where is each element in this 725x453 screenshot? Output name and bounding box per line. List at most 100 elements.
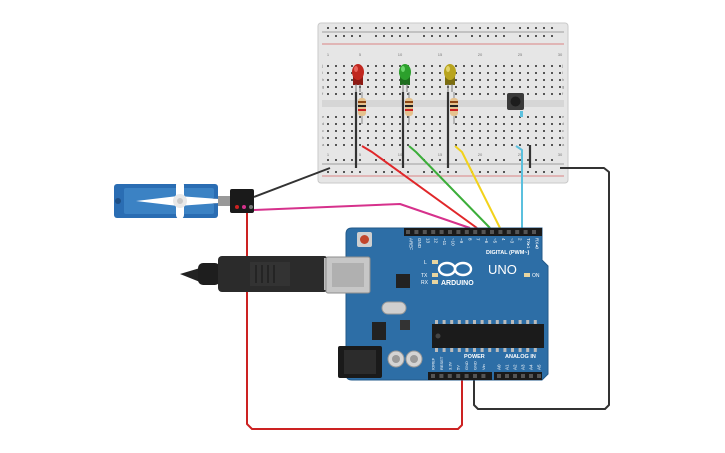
bb-hole[interactable] xyxy=(503,144,505,146)
wire-green[interactable] xyxy=(408,145,491,229)
rail-hole[interactable] xyxy=(391,27,393,29)
bb-hole[interactable] xyxy=(383,93,385,95)
rail-hole[interactable] xyxy=(479,159,481,161)
bb-hole[interactable] xyxy=(383,137,385,139)
power-pin[interactable] xyxy=(447,374,452,378)
bb-hole[interactable] xyxy=(487,93,489,95)
bb-hole[interactable] xyxy=(471,137,473,139)
bb-hole[interactable] xyxy=(471,130,473,132)
bb-hole[interactable] xyxy=(367,79,369,81)
rail-hole[interactable] xyxy=(383,27,385,29)
rail-hole[interactable] xyxy=(479,35,481,37)
bb-hole[interactable] xyxy=(559,86,561,88)
rail-hole[interactable] xyxy=(447,171,449,173)
bb-hole[interactable] xyxy=(487,130,489,132)
analog-pin[interactable] xyxy=(521,374,525,378)
bb-hole[interactable] xyxy=(535,79,537,81)
bb-hole[interactable] xyxy=(551,144,553,146)
rail-hole[interactable] xyxy=(359,27,361,29)
bb-hole[interactable] xyxy=(527,123,529,125)
rail-hole[interactable] xyxy=(383,171,385,173)
rail-hole[interactable] xyxy=(431,35,433,37)
bb-hole[interactable] xyxy=(559,93,561,95)
bb-hole[interactable] xyxy=(431,79,433,81)
rail-hole[interactable] xyxy=(359,159,361,161)
bb-hole[interactable] xyxy=(487,86,489,88)
bb-hole[interactable] xyxy=(439,79,441,81)
bb-hole[interactable] xyxy=(375,137,377,139)
analog-pin[interactable] xyxy=(513,374,517,378)
bb-hole[interactable] xyxy=(543,137,545,139)
bb-hole[interactable] xyxy=(351,79,353,81)
digital-pin[interactable] xyxy=(456,230,461,234)
rail-hole[interactable] xyxy=(407,27,409,29)
bb-hole[interactable] xyxy=(559,79,561,81)
bb-hole[interactable] xyxy=(439,137,441,139)
bb-hole[interactable] xyxy=(431,93,433,95)
bb-hole[interactable] xyxy=(335,116,337,118)
rail-hole[interactable] xyxy=(519,159,521,161)
bb-hole[interactable] xyxy=(535,65,537,67)
rail-hole[interactable] xyxy=(327,35,329,37)
bb-hole[interactable] xyxy=(535,72,537,74)
digital-pin[interactable] xyxy=(515,230,520,234)
bb-hole[interactable] xyxy=(439,65,441,67)
bb-hole[interactable] xyxy=(455,130,457,132)
bb-hole[interactable] xyxy=(511,137,513,139)
bb-hole[interactable] xyxy=(431,137,433,139)
bb-hole[interactable] xyxy=(375,130,377,132)
rail-hole[interactable] xyxy=(423,27,425,29)
bb-hole[interactable] xyxy=(343,72,345,74)
bb-hole[interactable] xyxy=(479,137,481,139)
bb-hole[interactable] xyxy=(431,130,433,132)
bb-hole[interactable] xyxy=(455,137,457,139)
bb-hole[interactable] xyxy=(391,72,393,74)
bb-hole[interactable] xyxy=(455,144,457,146)
rail-hole[interactable] xyxy=(383,35,385,37)
bb-hole[interactable] xyxy=(487,116,489,118)
bb-hole[interactable] xyxy=(551,137,553,139)
bb-hole[interactable] xyxy=(543,123,545,125)
bb-hole[interactable] xyxy=(343,137,345,139)
rail-hole[interactable] xyxy=(503,35,505,37)
bb-hole[interactable] xyxy=(423,130,425,132)
rail-hole[interactable] xyxy=(391,35,393,37)
rail-hole[interactable] xyxy=(375,35,377,37)
bb-hole[interactable] xyxy=(519,79,521,81)
rail-hole[interactable] xyxy=(487,27,489,29)
bb-hole[interactable] xyxy=(511,144,513,146)
wire-magenta[interactable] xyxy=(253,203,471,229)
led-yellow[interactable] xyxy=(444,64,456,92)
bb-hole[interactable] xyxy=(527,86,529,88)
bb-hole[interactable] xyxy=(343,79,345,81)
bb-hole[interactable] xyxy=(399,93,401,95)
bb-hole[interactable] xyxy=(543,130,545,132)
bb-hole[interactable] xyxy=(463,72,465,74)
pushbutton[interactable] xyxy=(507,93,524,117)
bb-hole[interactable] xyxy=(439,72,441,74)
bb-hole[interactable] xyxy=(551,130,553,132)
bb-hole[interactable] xyxy=(335,123,337,125)
rail-hole[interactable] xyxy=(543,27,545,29)
bb-hole[interactable] xyxy=(423,93,425,95)
rail-hole[interactable] xyxy=(375,159,377,161)
bb-hole[interactable] xyxy=(415,79,417,81)
bb-hole[interactable] xyxy=(543,93,545,95)
bb-hole[interactable] xyxy=(327,123,329,125)
bb-hole[interactable] xyxy=(415,93,417,95)
bb-hole[interactable] xyxy=(335,65,337,67)
resistor-1[interactable] xyxy=(358,92,366,124)
rail-hole[interactable] xyxy=(359,35,361,37)
bb-hole[interactable] xyxy=(431,72,433,74)
bb-hole[interactable] xyxy=(383,65,385,67)
bb-hole[interactable] xyxy=(503,137,505,139)
bb-hole[interactable] xyxy=(383,79,385,81)
rail-hole[interactable] xyxy=(495,171,497,173)
bb-hole[interactable] xyxy=(327,130,329,132)
rail-hole[interactable] xyxy=(439,159,441,161)
bb-hole[interactable] xyxy=(359,123,361,125)
bb-hole[interactable] xyxy=(423,72,425,74)
bb-hole[interactable] xyxy=(367,137,369,139)
